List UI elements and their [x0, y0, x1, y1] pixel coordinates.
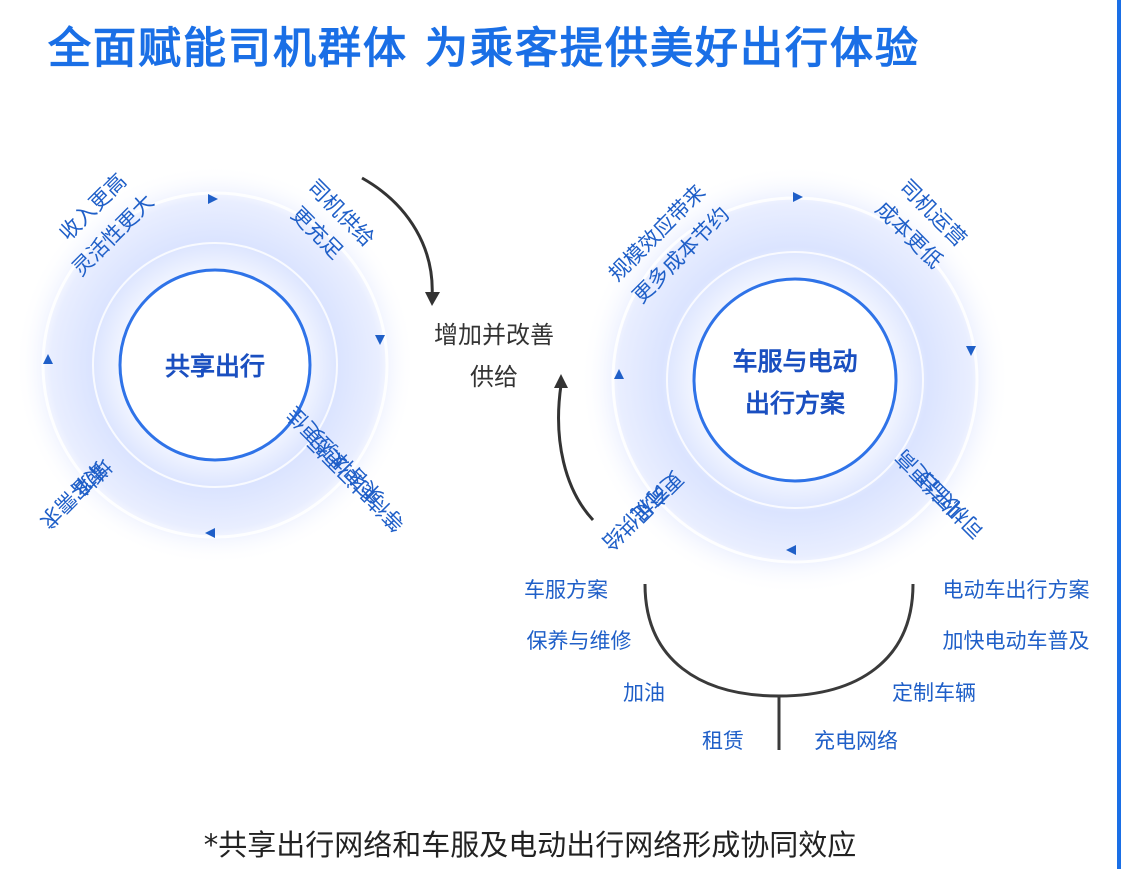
right-arrow-top-icon: [793, 192, 803, 202]
service-right-2: 加快电动车普及: [943, 629, 1090, 653]
right-cycle: 车服与电动 出行方案 规模效应带来 更多成本节约 司机运营 成本更低 司机平台 …: [580, 165, 1010, 595]
right-arrow-right-icon: [966, 346, 976, 356]
right-center-circle: [692, 277, 898, 483]
right-center-label-1: 车服与电动: [732, 347, 857, 376]
left-arrow-bottom-icon: [205, 528, 215, 538]
service-left-3: 加油: [623, 681, 665, 705]
left-arrow-right-icon: [375, 335, 385, 345]
right-center-label-2: 出行方案: [745, 389, 846, 418]
left-arrow-top-icon: [208, 194, 218, 204]
left-inner-track: [92, 242, 338, 488]
bottom-curved-connector: [557, 384, 595, 522]
left-cycle: 共享出行 收入更高 灵活性更大 司机供给 更充足 等待时间更短 乘客体验更佳 乘…: [15, 165, 415, 565]
service-right-3: 定制车辆: [892, 681, 976, 705]
right-arrow-left-icon: [614, 369, 624, 379]
middle-label-line1: 增加并改善: [434, 321, 554, 349]
service-left-4: 租赁: [702, 729, 744, 753]
left-arrow-left-icon: [43, 354, 53, 364]
services-bracket: [643, 583, 915, 698]
footnote: *共享出行网络和车服及电动出行网络形成协同效应: [203, 828, 857, 862]
page-title: 全面赋能司机群体 为乘客提供美好出行体验: [48, 24, 920, 74]
right-inner-track: [666, 251, 924, 509]
top-curved-connector: [361, 176, 434, 299]
service-left-1: 车服方案: [524, 578, 608, 602]
service-right-4: 充电网络: [814, 729, 898, 753]
left-center-circle: [118, 268, 312, 462]
middle-label-line2: 供给: [470, 363, 518, 391]
up-arrowhead-icon: [554, 374, 568, 388]
service-right-1: 电动车出行方案: [943, 578, 1090, 602]
right-arrow-bottom-icon: [786, 545, 796, 555]
service-left-2: 保养与维修: [527, 629, 632, 653]
left-center-label: 共享出行: [165, 352, 265, 381]
right-edge-rule: [1117, 0, 1121, 869]
down-arrowhead-icon: [425, 292, 440, 306]
